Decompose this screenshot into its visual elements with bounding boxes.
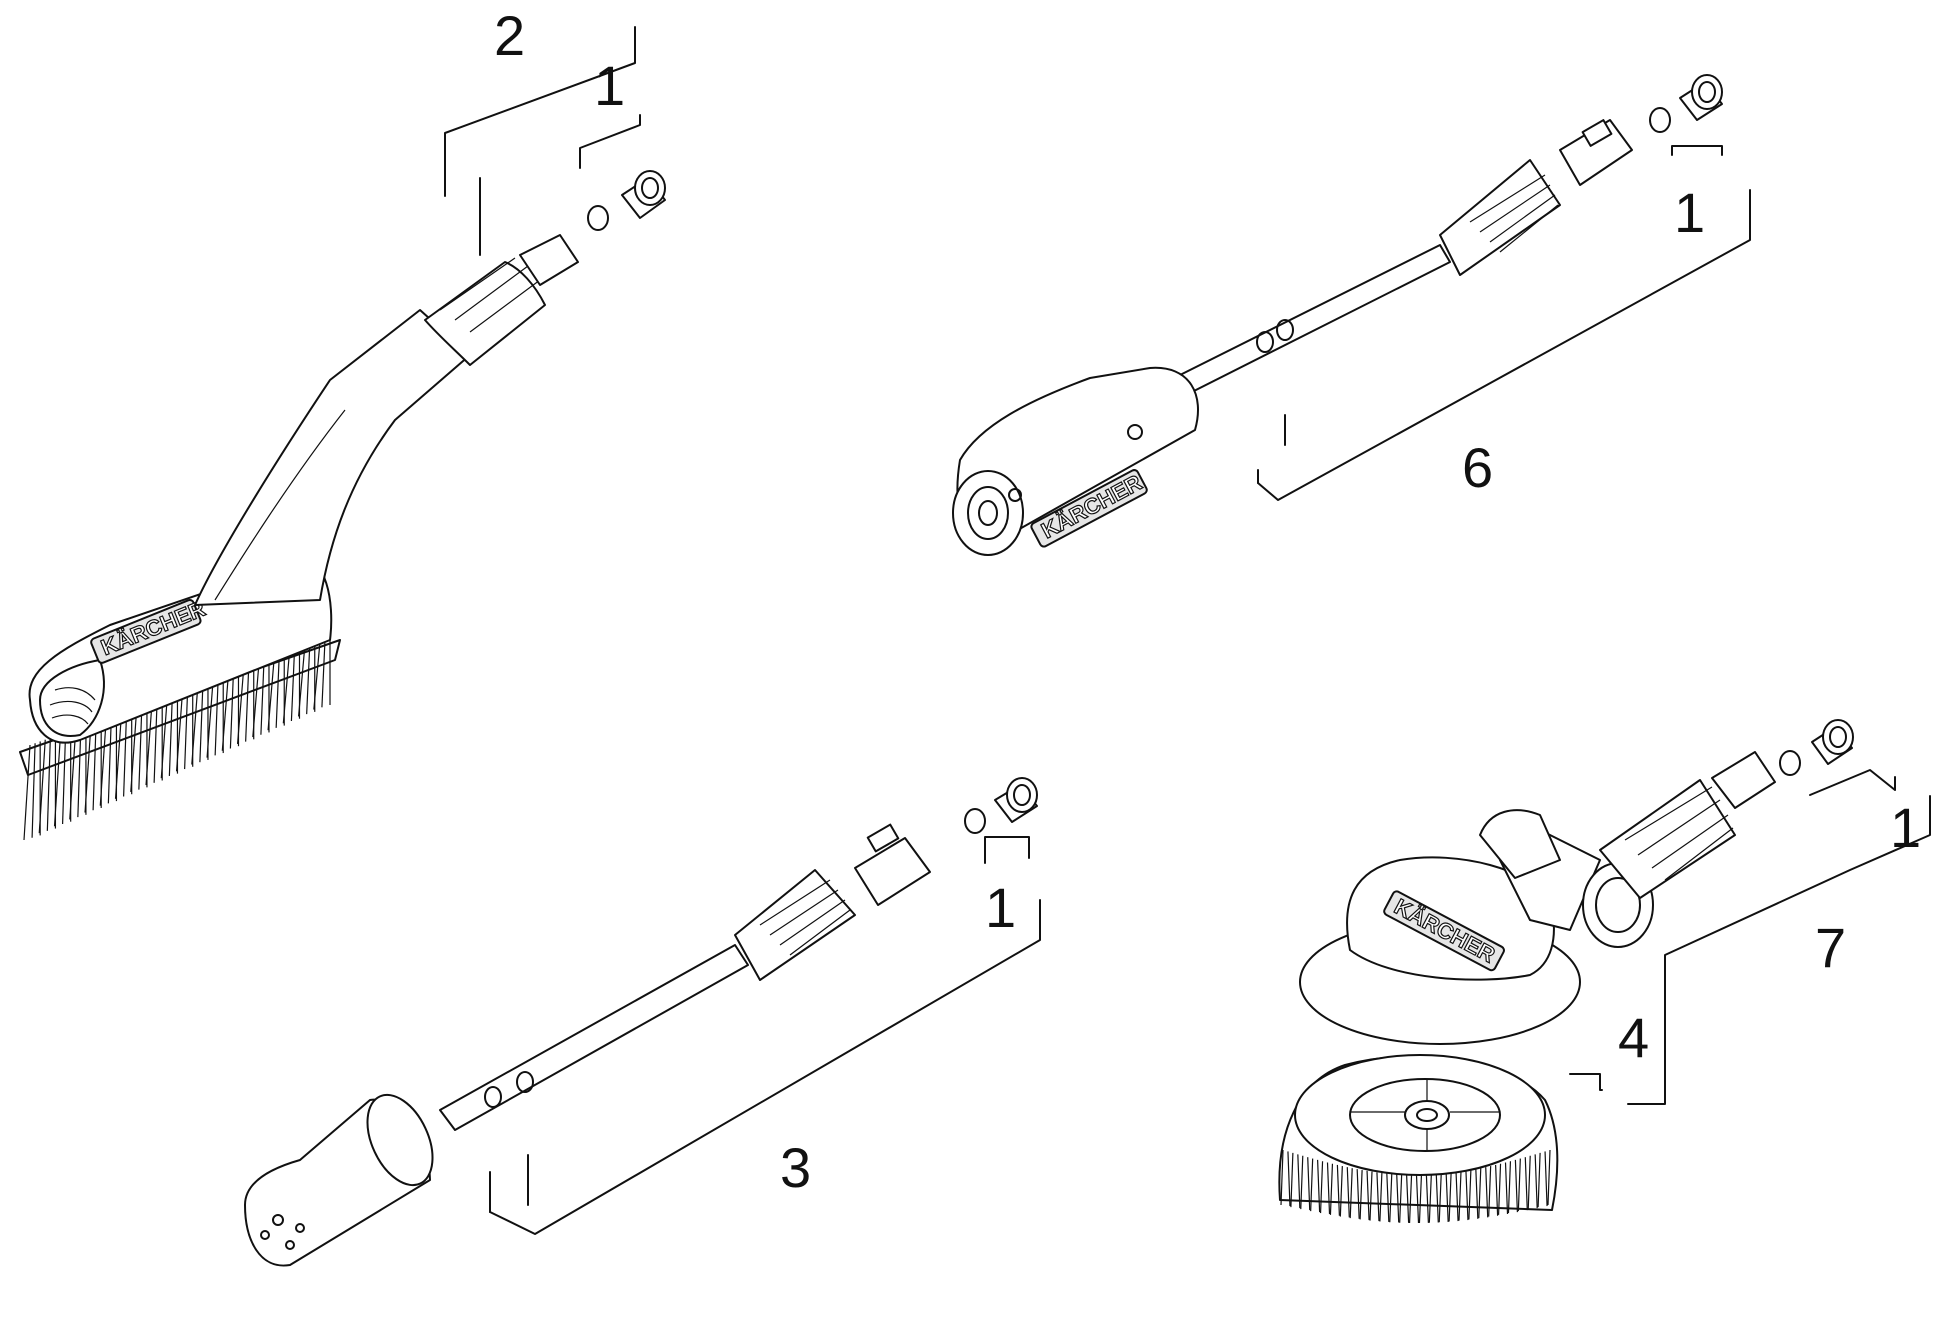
rotary-connector xyxy=(1712,752,1775,808)
brush-coupling xyxy=(425,262,545,365)
blaster-connector xyxy=(855,838,930,905)
blaster-nipple xyxy=(995,778,1037,822)
leader-6 xyxy=(1258,190,1750,500)
lance-nozzle-face xyxy=(953,471,1023,555)
leader-3 xyxy=(490,900,1040,1234)
callout-4: 4 xyxy=(1618,1006,1650,1069)
rotary-o-ring xyxy=(1780,751,1800,775)
leader-7 xyxy=(1628,796,1930,1104)
leader-4 xyxy=(1570,1074,1602,1090)
leader-1-lance xyxy=(1672,146,1722,155)
rotary-brush-insert xyxy=(1279,1055,1557,1223)
brush-o-ring xyxy=(588,206,608,230)
callout-1-rotary: 1 xyxy=(1890,796,1922,859)
dirt-blaster-lance xyxy=(245,778,1040,1266)
callout-1-lance: 1 xyxy=(1674,181,1706,244)
blaster-grip xyxy=(735,870,855,980)
rotary-wash-brush: KÄRCHER xyxy=(1279,720,1930,1223)
lance-o-ring xyxy=(1650,108,1670,132)
callout-6: 6 xyxy=(1462,436,1494,499)
callout-2: 2 xyxy=(494,4,526,67)
callout-7: 7 xyxy=(1815,916,1847,979)
rotary-joint-knob xyxy=(1480,810,1560,878)
brush-connector xyxy=(520,235,578,285)
brush-nipple xyxy=(622,171,665,218)
callout-3: 3 xyxy=(780,1136,812,1199)
callout-1-blaster: 1 xyxy=(985,876,1017,939)
leader-1-rotary xyxy=(1810,770,1895,795)
leader-2 xyxy=(445,27,635,196)
leader-1-blaster xyxy=(985,837,1029,863)
rotary-grip xyxy=(1600,780,1735,898)
wash-brush: KÄRCHER xyxy=(20,27,665,840)
spray-lance: KÄRCHER xyxy=(953,75,1750,555)
leader-1-brush xyxy=(580,115,640,168)
brush-handle xyxy=(195,310,470,605)
lance-tube xyxy=(1170,245,1450,398)
lance-grip xyxy=(1440,160,1560,275)
lance-nipple xyxy=(1680,75,1722,120)
rotary-nipple xyxy=(1812,720,1853,764)
blaster-o-ring xyxy=(965,809,985,833)
callout-1-brush: 1 xyxy=(594,54,626,117)
